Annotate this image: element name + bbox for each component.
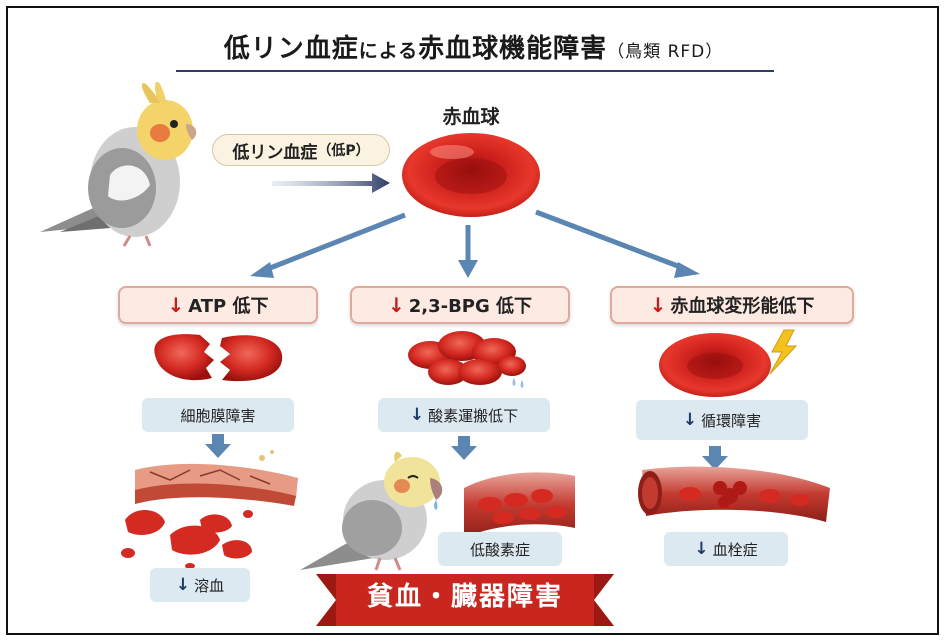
- rbc-label: 赤血球: [442, 106, 500, 128]
- effect-box-1: 細胞膜障害: [142, 398, 294, 432]
- outcome-box-2: 低酸素症: [438, 532, 562, 566]
- title-subtitle: （鳥類 RFD）: [607, 42, 724, 62]
- lightning-icon: [769, 329, 798, 375]
- outcome-box-3: ↓血栓症: [664, 532, 788, 566]
- title-main-b: 赤血球機能障害: [418, 34, 608, 64]
- effect-1-text: 細胞膜障害: [180, 406, 256, 425]
- broken-rbc-illustration: [154, 334, 283, 382]
- effect-2-text: 酸素運搬低下: [428, 406, 519, 425]
- branch-arrows: [250, 209, 700, 278]
- cause-label: 低リン血症（低P）: [212, 134, 390, 166]
- sick-cockatiel-illustration: [300, 451, 443, 571]
- main-rbc: [402, 133, 540, 217]
- down-arrow-icon: ↓: [175, 575, 191, 595]
- cause-label-main: 低リン血症: [232, 142, 318, 163]
- down-arrow-icon: ↓: [682, 410, 698, 430]
- branch-label-2: ↓2,3-BPG 低下: [350, 286, 570, 324]
- damaged-membrane-illustration: [135, 450, 298, 506]
- blood-vessel-illustration-2: [464, 472, 575, 538]
- down-arrow-3a: [702, 446, 728, 470]
- title-connector: による: [358, 40, 419, 62]
- outcome-3-text: 血栓症: [712, 540, 758, 559]
- branch-label-1-text: ATP 低下: [188, 296, 269, 317]
- outcome-2-text: 低酸素症: [469, 540, 530, 559]
- effect-3-text: 循環障害: [701, 411, 762, 430]
- title-main-a: 低リン血症: [223, 34, 359, 64]
- branch-label-3: ↓赤血球変形能低下: [610, 286, 854, 324]
- effect-box-3: ↓循環障害: [636, 400, 808, 440]
- rigid-rbc-illustration: [659, 333, 771, 397]
- outcome-box-1: ↓溶血: [150, 568, 250, 602]
- down-arrow-2a: [451, 436, 477, 460]
- banner-text: 貧血・臓器障害: [366, 582, 563, 612]
- down-arrow-icon: ↓: [167, 293, 185, 317]
- hemolysis-fragments: [121, 510, 253, 569]
- branch-label-2-text: 2,3-BPG 低下: [408, 296, 533, 317]
- cause-arrow: [272, 173, 390, 193]
- outcome-1-text: 溶血: [194, 576, 225, 595]
- cockatiel-illustration: [40, 81, 197, 247]
- down-arrow-1a: [205, 434, 231, 458]
- thrombus-vessel-illustration: [638, 466, 830, 522]
- page-title: 低リン血症による赤血球機能障害（鳥類 RFD）: [0, 28, 947, 65]
- branch-label-1: ↓ATP 低下: [118, 286, 318, 324]
- branch-label-3-text: 赤血球変形能低下: [670, 296, 815, 317]
- cause-label-paren: （低P）: [317, 143, 370, 159]
- down-arrow-icon: ↓: [694, 539, 709, 559]
- banner-ribbon: [316, 574, 614, 626]
- down-arrow-icon: ↓: [649, 293, 667, 317]
- down-arrow-icon: ↓: [409, 405, 425, 425]
- down-arrow-icon: ↓: [387, 293, 405, 317]
- clumped-rbc-illustration: [408, 331, 526, 388]
- effect-box-2: ↓酸素運搬低下: [378, 398, 550, 432]
